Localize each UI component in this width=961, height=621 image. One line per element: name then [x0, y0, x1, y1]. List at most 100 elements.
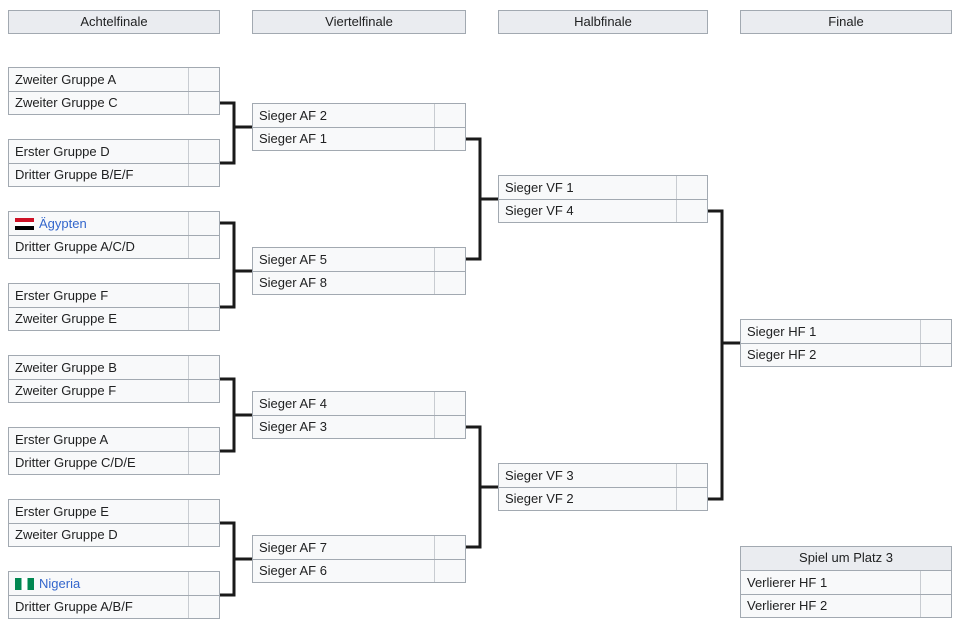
team-name: Sieger AF 7 — [253, 536, 435, 559]
table-row[interactable]: Zweiter Gruppe A — [8, 67, 220, 91]
connector-hf1-hf2 — [708, 209, 724, 501]
connector-af3-af4 — [220, 221, 236, 309]
table-row[interactable]: Sieger AF 1 — [252, 127, 466, 151]
match-vf4: Sieger AF 7 Sieger AF 6 — [252, 535, 466, 583]
score-cell — [677, 176, 707, 199]
match-af2: Erster Gruppe D Dritter Gruppe B/E/F — [8, 139, 220, 187]
score-cell — [435, 128, 465, 150]
round-header-viertelfinale: Viertelfinale — [252, 10, 466, 34]
team-name: Sieger VF 3 — [499, 464, 677, 487]
score-cell — [435, 272, 465, 294]
match-af6: Erster Gruppe A Dritter Gruppe C/D/E — [8, 427, 220, 475]
third-place-header: Spiel um Platz 3 — [740, 546, 952, 570]
score-cell — [921, 595, 951, 617]
team-name: Erster Gruppe D — [9, 140, 189, 163]
team-name: Sieger AF 4 — [253, 392, 435, 415]
score-cell — [921, 344, 951, 366]
flag-icon-nigeria — [15, 577, 34, 590]
table-row[interactable]: Dritter Gruppe B/E/F — [8, 163, 220, 187]
team-name-egypt: Ägypten — [9, 212, 189, 235]
score-cell — [435, 560, 465, 582]
score-cell — [435, 248, 465, 271]
team-name: Verlierer HF 1 — [741, 571, 921, 594]
team-name: Sieger AF 8 — [253, 272, 435, 294]
table-row[interactable]: Sieger AF 5 — [252, 247, 466, 271]
match-af5: Zweiter Gruppe B Zweiter Gruppe F — [8, 355, 220, 403]
table-row[interactable]: Erster Gruppe D — [8, 139, 220, 163]
match-af4: Erster Gruppe F Zweiter Gruppe E — [8, 283, 220, 331]
match-vf2: Sieger AF 5 Sieger AF 8 — [252, 247, 466, 295]
score-cell — [677, 488, 707, 510]
table-row[interactable]: Sieger VF 3 — [498, 463, 708, 487]
team-link[interactable]: Ägypten — [39, 215, 87, 231]
table-row[interactable]: Sieger AF 2 — [252, 103, 466, 127]
match-af1: Zweiter Gruppe A Zweiter Gruppe C — [8, 67, 220, 115]
round-header-halbfinale: Halbfinale — [498, 10, 708, 34]
table-row[interactable]: Verlierer HF 1 — [740, 570, 952, 594]
match-vf3: Sieger AF 4 Sieger AF 3 — [252, 391, 466, 439]
score-cell — [189, 308, 219, 330]
table-row[interactable]: Sieger AF 6 — [252, 559, 466, 583]
table-row[interactable]: Nigeria — [8, 571, 220, 595]
team-name: Zweiter Gruppe D — [9, 524, 189, 546]
table-row[interactable]: Zweiter Gruppe C — [8, 91, 220, 115]
match-vf1: Sieger AF 2 Sieger AF 1 — [252, 103, 466, 151]
team-name: Dritter Gruppe B/E/F — [9, 164, 189, 186]
team-name: Zweiter Gruppe A — [9, 68, 189, 91]
score-cell — [189, 212, 219, 235]
score-cell — [189, 236, 219, 258]
score-cell — [189, 596, 219, 618]
table-row[interactable]: Erster Gruppe A — [8, 427, 220, 451]
connector-af1-af2 — [220, 101, 236, 165]
table-row[interactable]: Zweiter Gruppe D — [8, 523, 220, 547]
team-name: Zweiter Gruppe C — [9, 92, 189, 114]
team-name: Dritter Gruppe A/B/F — [9, 596, 189, 618]
table-row[interactable]: Sieger AF 4 — [252, 391, 466, 415]
team-name: Sieger AF 2 — [253, 104, 435, 127]
match-af8: Nigeria Dritter Gruppe A/B/F — [8, 571, 220, 619]
score-cell — [189, 452, 219, 474]
round-header-achtelfinale: Achtelfinale — [8, 10, 220, 34]
team-name: Sieger AF 3 — [253, 416, 435, 438]
score-cell — [189, 68, 219, 91]
team-name: Zweiter Gruppe B — [9, 356, 189, 379]
score-cell — [921, 320, 951, 343]
team-name: Erster Gruppe F — [9, 284, 189, 307]
team-name: Sieger VF 1 — [499, 176, 677, 199]
table-row[interactable]: Erster Gruppe F — [8, 283, 220, 307]
score-cell — [189, 140, 219, 163]
table-row[interactable]: Sieger AF 7 — [252, 535, 466, 559]
score-cell — [189, 356, 219, 379]
table-row[interactable]: Zweiter Gruppe B — [8, 355, 220, 379]
table-row[interactable]: Verlierer HF 2 — [740, 594, 952, 618]
table-row[interactable]: Sieger HF 1 — [740, 319, 952, 343]
match-af7: Erster Gruppe E Zweiter Gruppe D — [8, 499, 220, 547]
table-row[interactable]: Zweiter Gruppe E — [8, 307, 220, 331]
match-final: Sieger HF 1 Sieger HF 2 — [740, 319, 952, 367]
table-row[interactable]: Sieger AF 8 — [252, 271, 466, 295]
match-hf2: Sieger VF 3 Sieger VF 2 — [498, 463, 708, 511]
table-row[interactable]: Sieger VF 1 — [498, 175, 708, 199]
table-row[interactable]: Dritter Gruppe C/D/E — [8, 451, 220, 475]
score-cell — [435, 392, 465, 415]
connector-af7-af8 — [220, 521, 236, 597]
table-row[interactable]: Sieger AF 3 — [252, 415, 466, 439]
round-header-finale: Finale — [740, 10, 952, 34]
connector-vf1-vf2 — [466, 137, 482, 261]
match-af3: Ägypten Dritter Gruppe A/C/D — [8, 211, 220, 259]
table-row[interactable]: Zweiter Gruppe F — [8, 379, 220, 403]
score-cell — [677, 200, 707, 222]
connector-af5-af6 — [220, 377, 236, 453]
team-name: Sieger VF 2 — [499, 488, 677, 510]
table-row[interactable]: Sieger HF 2 — [740, 343, 952, 367]
team-link[interactable]: Nigeria — [39, 575, 81, 591]
table-row[interactable]: Sieger VF 2 — [498, 487, 708, 511]
team-name: Sieger AF 6 — [253, 560, 435, 582]
table-row[interactable]: Ägypten — [8, 211, 220, 235]
table-row[interactable]: Erster Gruppe E — [8, 499, 220, 523]
table-row[interactable]: Dritter Gruppe A/C/D — [8, 235, 220, 259]
table-row[interactable]: Dritter Gruppe A/B/F — [8, 595, 220, 619]
table-row[interactable]: Sieger VF 4 — [498, 199, 708, 223]
match-third-place: Verlierer HF 1 Verlierer HF 2 — [740, 570, 952, 618]
